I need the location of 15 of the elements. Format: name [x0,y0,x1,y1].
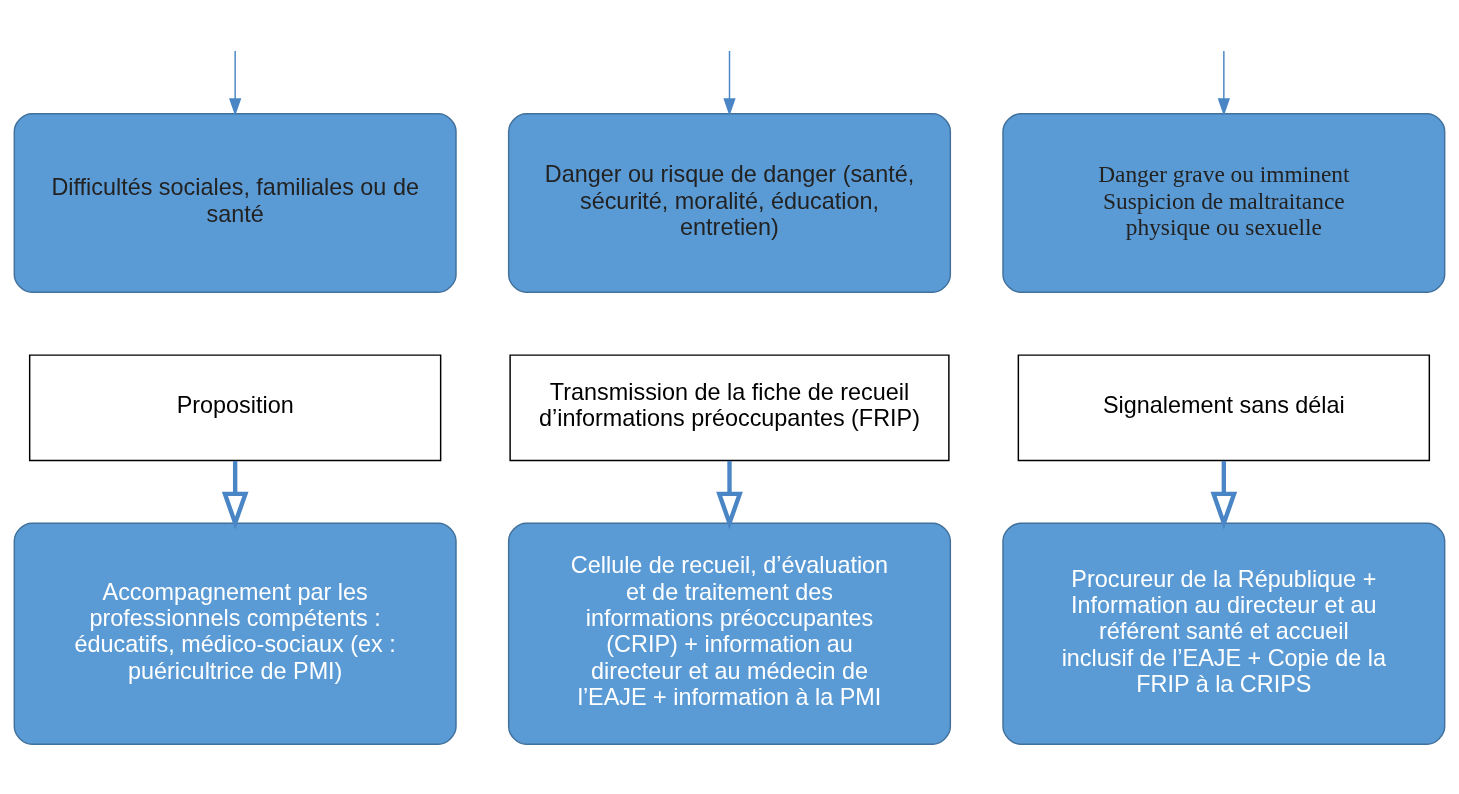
arrow [1217,50,1230,116]
node-box: Transmission de la fiche de recueil d’informations préoccupantes (FRIP) [509,354,950,462]
node-box: Difficultés sociales, familiales ou de santé [13,113,457,293]
node-box: Danger grave ou imminent Suspicion de maltraitance physique ou sexuelle [1002,113,1446,293]
node-box: Danger ou risque de danger (santé, sécurité, moralité, éducation, entretien) [507,113,952,293]
arrow [229,50,242,116]
arrow [221,460,249,530]
node-box: Procureur de la République + Information au directeur et au référent santé et accueil inclusif de l’EAJE + Copie de la FRIP à la CRIPS [1002,522,1446,745]
node-box: Proposition [28,354,442,462]
node-box: Cellule de recueil, d’évaluation et de traitement des informations préoccupantes (CRIP) + information au directeur et au médecin de l’EAJE + information à la PMI [507,522,952,745]
arrow [723,50,736,116]
arrow [716,460,743,530]
arrow [1210,460,1238,530]
node-box: Accompagnement par les professionnels compétents : éducatifs, médico-sociaux (ex : puéricultrice de PMI) [13,522,457,745]
node-box: Signalement sans délai [1017,354,1431,462]
